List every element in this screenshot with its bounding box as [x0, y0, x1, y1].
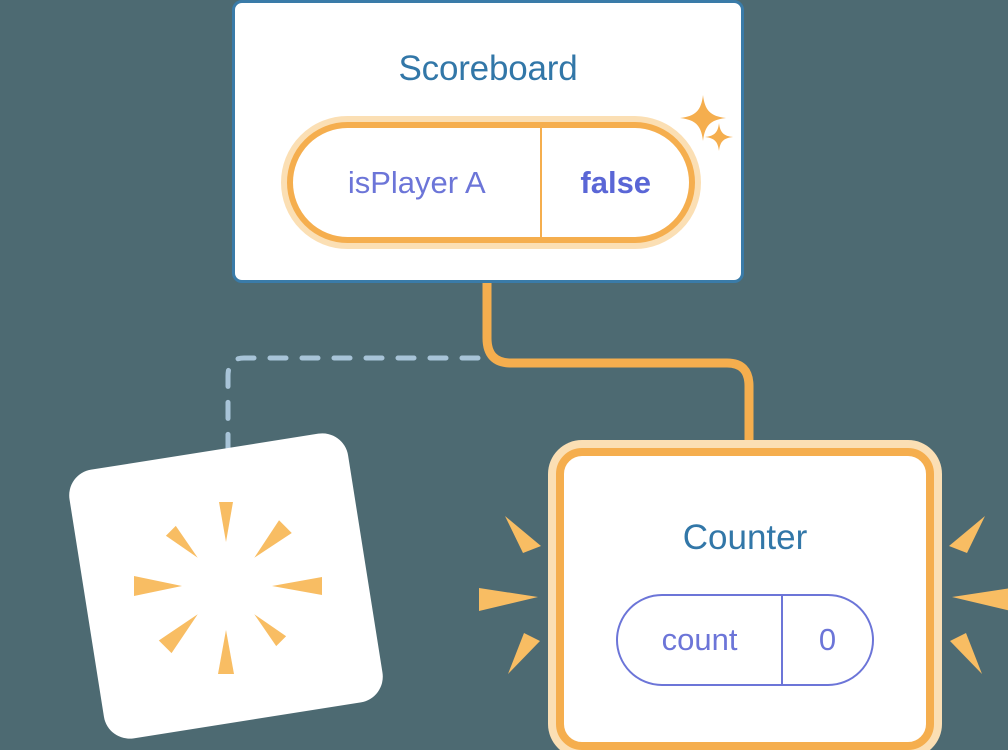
- sparkle-icon: [680, 95, 726, 141]
- scoreboard-state-key: isPlayer A: [293, 128, 543, 237]
- counter-state-key: count: [618, 596, 784, 684]
- scoreboard-state-pill[interactable]: isPlayer A false: [281, 116, 701, 249]
- blank-card[interactable]: [65, 429, 387, 743]
- sparkle-icon: [705, 123, 733, 151]
- scoreboard-card[interactable]: Scoreboard isPlayer A false: [232, 0, 744, 283]
- connector-scoreboard-to-blank-card: [225, 355, 481, 473]
- connector-scoreboard-to-counter: [482, 278, 754, 465]
- scoreboard-title: Scoreboard: [398, 49, 578, 88]
- counter-card[interactable]: Counter count 0: [556, 448, 934, 750]
- counter-state-pill[interactable]: count 0: [616, 594, 874, 686]
- counter-state-value: 0: [818, 622, 837, 657]
- counter-title: Counter: [682, 518, 808, 557]
- scoreboard-state-value: false: [580, 164, 652, 200]
